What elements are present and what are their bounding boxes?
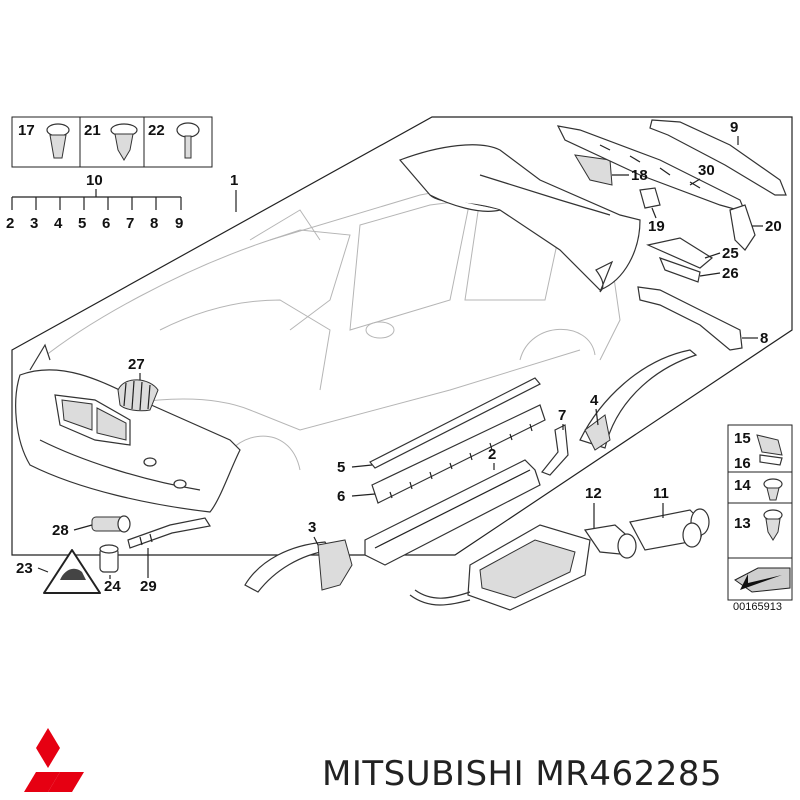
label-6: 6	[337, 488, 345, 505]
label-8: 8	[760, 330, 768, 347]
label-20: 20	[765, 218, 782, 235]
direction-arrow-icon	[734, 567, 791, 593]
sub-label-6: 6	[102, 215, 110, 232]
label-27: 27	[128, 356, 145, 373]
screw-22-icon	[176, 122, 200, 159]
wheel-arch-3	[244, 539, 353, 593]
label-5: 5	[337, 459, 345, 476]
label-14: 14	[734, 477, 751, 494]
sub-label-8: 8	[150, 215, 158, 232]
label-7: 7	[558, 407, 566, 424]
label-13: 13	[734, 515, 751, 532]
label-28: 28	[52, 522, 69, 539]
label-24: 24	[104, 578, 121, 595]
diagram-frame	[11, 116, 793, 556]
subgroup-10-bracket: 10 2 3 4 5 6 7 8 9	[6, 172, 183, 232]
trim-7	[541, 424, 569, 476]
sub-label-9: 9	[175, 215, 183, 232]
label-21: 21	[84, 122, 101, 139]
muffler-part	[409, 524, 637, 611]
label-1: 1	[230, 172, 238, 189]
label-4: 4	[590, 392, 599, 409]
clip-14-icon	[763, 478, 783, 501]
label-12: 12	[585, 485, 602, 502]
label-19: 19	[648, 218, 665, 235]
label-16: 16	[734, 455, 751, 472]
sensor-28	[91, 515, 131, 533]
sill-strip-5	[369, 377, 541, 469]
clip-17-icon	[46, 123, 70, 159]
sub-label-5: 5	[78, 215, 86, 232]
warning-triangle-23	[43, 549, 101, 594]
label-23: 23	[16, 560, 33, 577]
wheel-arch-4	[579, 349, 698, 451]
label-2: 2	[488, 446, 496, 463]
guide-rail-8	[637, 286, 743, 351]
label-9: 9	[730, 119, 738, 136]
cable-29	[127, 517, 211, 549]
label-11: 11	[653, 485, 669, 502]
part-19	[639, 187, 661, 209]
label-25: 25	[722, 245, 739, 262]
label-15: 15	[734, 430, 751, 447]
clip-13-icon	[763, 509, 783, 541]
fastener-box: 17 21 22	[11, 116, 213, 168]
part-26	[658, 256, 701, 283]
air-scoop-27	[117, 379, 159, 412]
sill-carrier-6	[371, 404, 546, 504]
diagram-code: 00165913	[733, 601, 782, 613]
label-3: 3	[308, 519, 316, 536]
sub-label-3: 3	[30, 215, 38, 232]
trim-strip-9	[649, 119, 787, 196]
tailpipe-11	[629, 508, 710, 551]
bracket-20	[729, 204, 756, 251]
rocker-panel-2	[364, 459, 541, 566]
part-25	[646, 237, 714, 269]
mitsubishi-logo-icon	[24, 728, 84, 792]
sub-label-2: 2	[6, 215, 14, 232]
brand-part-number: MITSUBISHI MR462285	[322, 754, 722, 794]
sub-label-7: 7	[126, 215, 134, 232]
label-18: 18	[631, 167, 648, 184]
rear-bumper-part	[398, 144, 641, 293]
fastener-box-right	[727, 424, 793, 601]
label-30: 30	[698, 162, 715, 179]
clip-15-icon	[756, 434, 783, 456]
sleeve-24	[99, 544, 119, 573]
label-29: 29	[140, 578, 157, 595]
clip-21-icon	[110, 123, 138, 161]
sub-label-4: 4	[54, 215, 63, 232]
label-17: 17	[18, 122, 35, 139]
label-10: 10	[86, 172, 103, 189]
clip-16-icon	[759, 454, 783, 466]
front-bumper-part	[15, 343, 241, 513]
label-26: 26	[722, 265, 739, 282]
label-22: 22	[148, 122, 165, 139]
